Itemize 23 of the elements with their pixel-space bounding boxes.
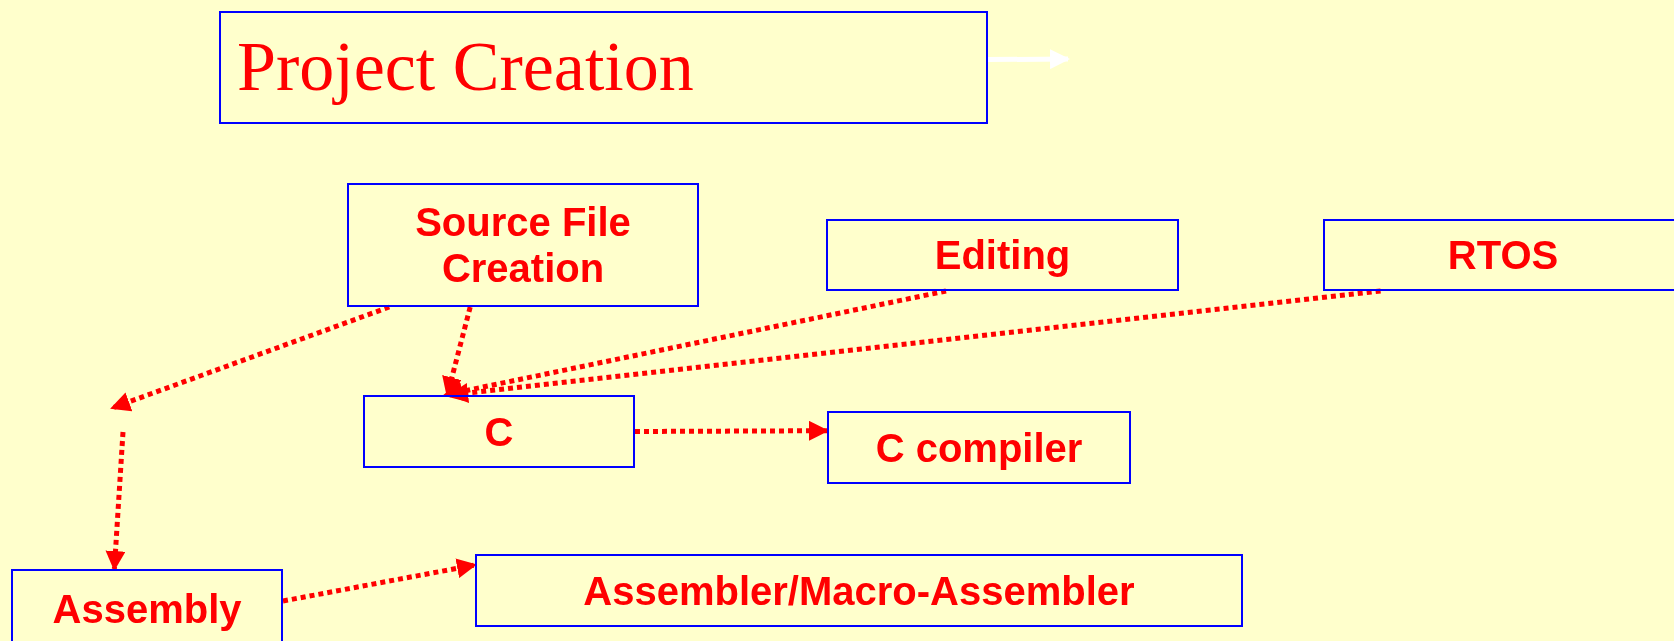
box-label: C [484,408,514,455]
arrow [988,49,1070,70]
box-label: C compiler [875,424,1083,471]
title-text: Project Creation [237,27,694,108]
box-label: Assembler/Macro-Assembler [583,567,1135,614]
process-box [219,11,988,124]
box-label: RTOS [1447,232,1559,278]
box-label: Editing [934,232,1071,278]
arrow [635,420,829,441]
process-box [11,569,283,641]
arrow [448,288,1381,403]
box-label: Source File Creation [414,199,632,291]
process-box [347,183,699,307]
process-box [1323,219,1674,291]
process-box [827,411,1131,484]
box-label: Assembly [52,586,242,632]
process-box [475,554,1243,627]
process-box [826,219,1179,291]
arrow [105,431,126,571]
arrow [442,288,947,402]
process-box [363,395,635,468]
arrow [282,558,477,604]
arrow [110,304,391,412]
